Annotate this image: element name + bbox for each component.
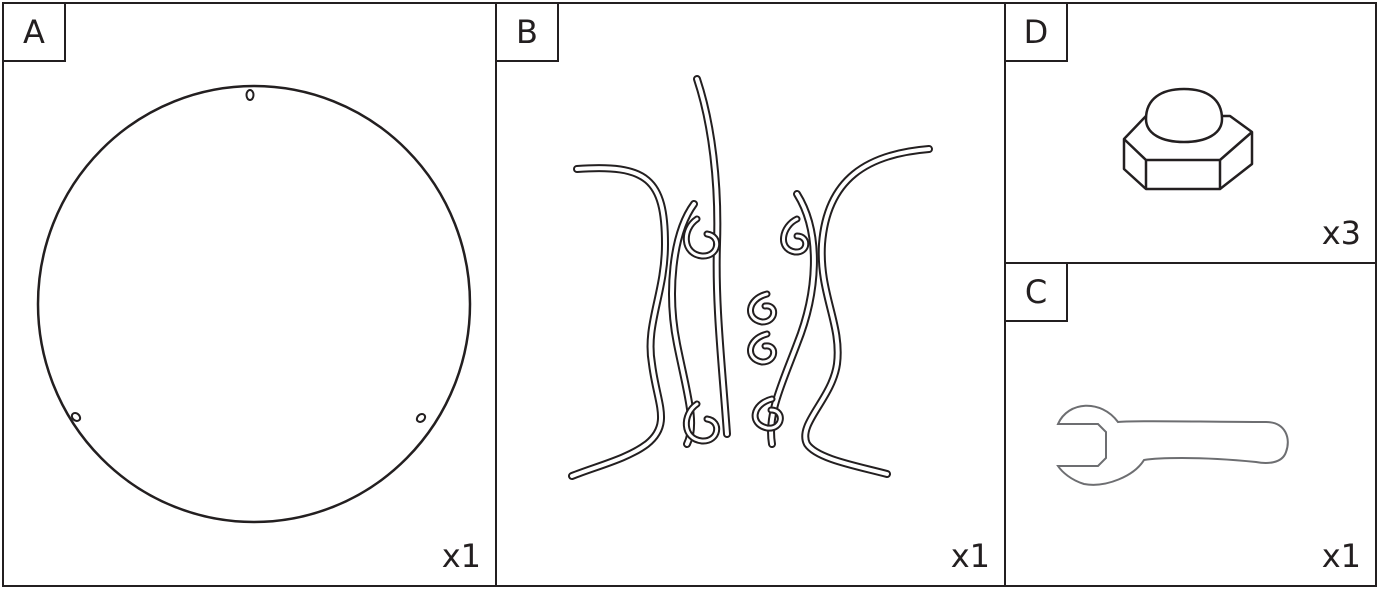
wrench-icon [1056,404,1289,486]
quantity-c: x1 [1321,537,1361,575]
quantity-a: x1 [441,537,481,575]
cap-nut-icon [1122,87,1254,191]
quantity-d: x3 [1321,214,1361,252]
panel-b: B [495,2,1006,587]
scroll-ornaments-inner [684,217,808,443]
part-label-b: B [497,4,559,62]
quantity-b: x1 [950,537,990,575]
scroll-ornaments [682,215,810,445]
leg-curves-inner [570,77,931,478]
part-label-d: D [1006,4,1068,62]
part-label-a: A [4,4,66,62]
panel-d: D x3 [1004,2,1377,264]
part-label-c: C [1006,264,1068,322]
table-base-drawing [568,75,933,480]
panel-a: A x1 [2,2,497,587]
wrench-drawing [1056,404,1289,486]
leg-curves [568,75,933,480]
tabletop-drawing [36,84,472,524]
cap-nut-drawing [1122,87,1254,191]
tabletop-circle [36,84,472,524]
mounting-hole-icon [70,89,427,423]
panel-c: C x1 [1004,262,1377,587]
